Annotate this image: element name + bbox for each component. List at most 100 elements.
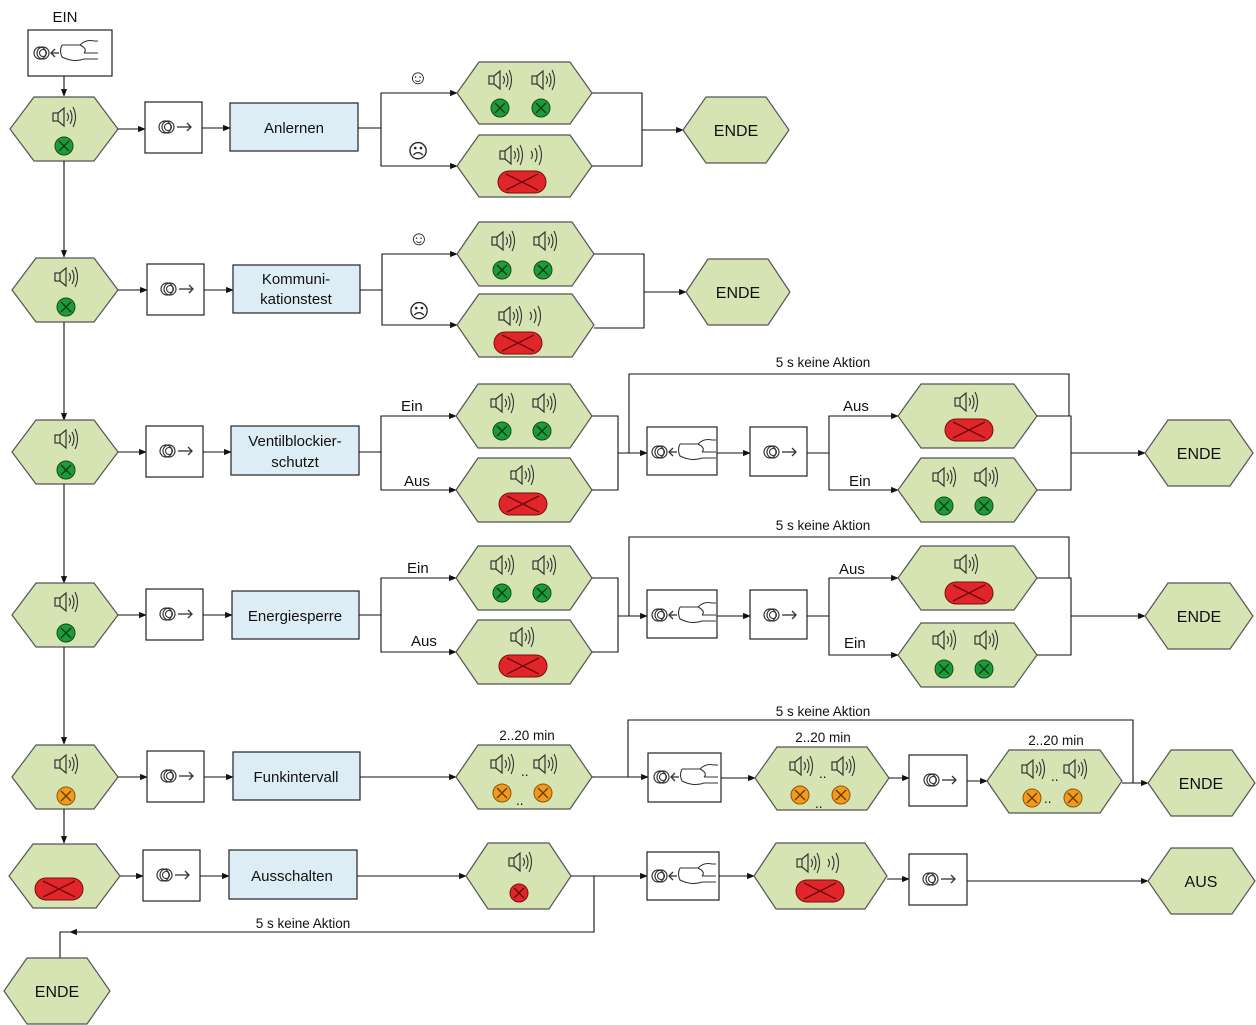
start-press-box bbox=[27, 29, 113, 77]
interval-label: 2..20 min bbox=[1028, 733, 1084, 748]
led-green-icon bbox=[490, 98, 510, 118]
led-orange-icon bbox=[533, 783, 553, 803]
interval-label: 2..20 min bbox=[795, 730, 851, 745]
led-orange-icon bbox=[1063, 788, 1083, 808]
led-red-icon bbox=[795, 879, 845, 903]
led-orange-icon bbox=[1022, 788, 1042, 808]
dots-label: .. bbox=[1044, 791, 1052, 806]
branch-aus-label: Aus bbox=[404, 473, 430, 490]
end-hex-row3 bbox=[1144, 419, 1254, 487]
led-green-icon bbox=[533, 260, 553, 280]
led-orange-icon bbox=[790, 785, 810, 805]
led-green-icon bbox=[54, 136, 74, 156]
energiesperre-label: Energiesperre bbox=[248, 608, 342, 625]
led-green-icon bbox=[934, 659, 954, 679]
ausschalten-label: Ausschalten bbox=[251, 868, 333, 885]
end-hex-row5 bbox=[1147, 749, 1256, 817]
funkintervall-box bbox=[232, 751, 361, 801]
end-hex-row4 bbox=[1144, 582, 1254, 650]
led-red-icon bbox=[498, 654, 548, 678]
led-red-icon bbox=[34, 877, 84, 901]
led-green-icon bbox=[974, 496, 994, 516]
branch-aus-label: Aus bbox=[843, 398, 869, 415]
ein-hex-row4 bbox=[455, 545, 593, 611]
led-red-icon bbox=[944, 418, 994, 442]
fail-hex-row6 bbox=[753, 842, 888, 910]
branch-ein-label: Ein bbox=[849, 473, 871, 490]
anlernen-box bbox=[229, 102, 359, 152]
led-green-icon bbox=[532, 421, 552, 441]
start-label: EIN bbox=[52, 9, 77, 26]
led-red-icon bbox=[493, 331, 543, 355]
aus-end-hex bbox=[1147, 847, 1256, 915]
ausschalten-box bbox=[228, 849, 358, 900]
branch-aus-label: Aus bbox=[411, 633, 437, 650]
ein-hex-row3b bbox=[897, 457, 1038, 523]
final-end-hex bbox=[3, 957, 111, 1025]
led-green-icon bbox=[56, 297, 76, 317]
led-red-icon bbox=[944, 581, 994, 605]
dots-label: .. bbox=[819, 766, 827, 781]
timeout-label: 5 s keine Aktion bbox=[776, 518, 871, 533]
led-orange-icon bbox=[492, 783, 512, 803]
end-label: ENDE bbox=[1177, 446, 1221, 463]
happy-icon: ☺ bbox=[409, 228, 429, 250]
ein-hex-row4b bbox=[897, 622, 1038, 688]
led-orange-icon bbox=[831, 785, 851, 805]
happy-icon: ☺ bbox=[408, 67, 428, 89]
led-red-icon bbox=[498, 492, 548, 516]
kommunikationstest-label-2: kationstest bbox=[260, 291, 333, 308]
end-label: ENDE bbox=[714, 123, 758, 140]
success-hex-row1 bbox=[456, 61, 593, 125]
dots-label: .. bbox=[1051, 769, 1059, 784]
led-red-icon bbox=[509, 883, 529, 903]
timeout-label: 5 s keine Aktion bbox=[256, 916, 351, 931]
sad-icon: ☹ bbox=[408, 141, 429, 163]
end-label: ENDE bbox=[716, 285, 760, 302]
kommunikationstest-box bbox=[232, 264, 361, 314]
fail-hex-row2 bbox=[456, 293, 595, 358]
interval-hex-row5c bbox=[986, 749, 1123, 814]
funkintervall-label: Funkintervall bbox=[253, 769, 338, 786]
anlernen-label: Anlernen bbox=[264, 120, 324, 137]
finger-box-row4 bbox=[646, 589, 718, 639]
sad-icon: ☹ bbox=[409, 301, 430, 323]
end-hex-row1 bbox=[682, 96, 790, 164]
led-red-icon bbox=[497, 170, 547, 194]
ventilblockierschutz-box bbox=[230, 425, 360, 476]
led-green-icon bbox=[56, 460, 76, 480]
finger-box-row3 bbox=[646, 426, 718, 476]
ventilblockierschutz-label-1: Ventilblockier- bbox=[248, 433, 341, 450]
aus-end-label: AUS bbox=[1185, 874, 1218, 891]
button-box-row5b bbox=[908, 754, 968, 807]
led-green-icon bbox=[934, 496, 954, 516]
dots-label: .. bbox=[516, 793, 524, 808]
led-green-icon bbox=[974, 659, 994, 679]
branch-aus-label: Aus bbox=[839, 561, 865, 578]
led-green-icon bbox=[492, 260, 512, 280]
branch-ein-label: Ein bbox=[401, 398, 423, 415]
end-label: ENDE bbox=[35, 984, 79, 1001]
interval-label: 2..20 min bbox=[499, 728, 555, 743]
led-orange-icon bbox=[56, 786, 76, 806]
branch-ein-label: Ein bbox=[844, 635, 866, 652]
end-hex-row2 bbox=[685, 258, 791, 326]
end-label: ENDE bbox=[1177, 609, 1221, 626]
energiesperre-box bbox=[231, 590, 360, 640]
end-label: ENDE bbox=[1179, 776, 1223, 793]
timeout-label: 5 s keine Aktion bbox=[776, 355, 871, 370]
led-green-icon bbox=[532, 583, 552, 603]
led-green-icon bbox=[531, 98, 551, 118]
led-green-icon bbox=[492, 421, 512, 441]
success-hex-row2 bbox=[456, 221, 595, 287]
ein-hex-row3 bbox=[455, 383, 593, 449]
branch-ein-label: Ein bbox=[407, 560, 429, 577]
led-green-icon bbox=[56, 623, 76, 643]
timeout-label: 5 s keine Aktion bbox=[776, 704, 871, 719]
led-green-icon bbox=[492, 583, 512, 603]
ventilblockierschutz-label-2: schutzt bbox=[271, 454, 319, 471]
dots-label: .. bbox=[815, 796, 823, 811]
dots-label: .. bbox=[521, 764, 529, 779]
kommunikationstest-label-1: Kommuni- bbox=[262, 271, 330, 288]
